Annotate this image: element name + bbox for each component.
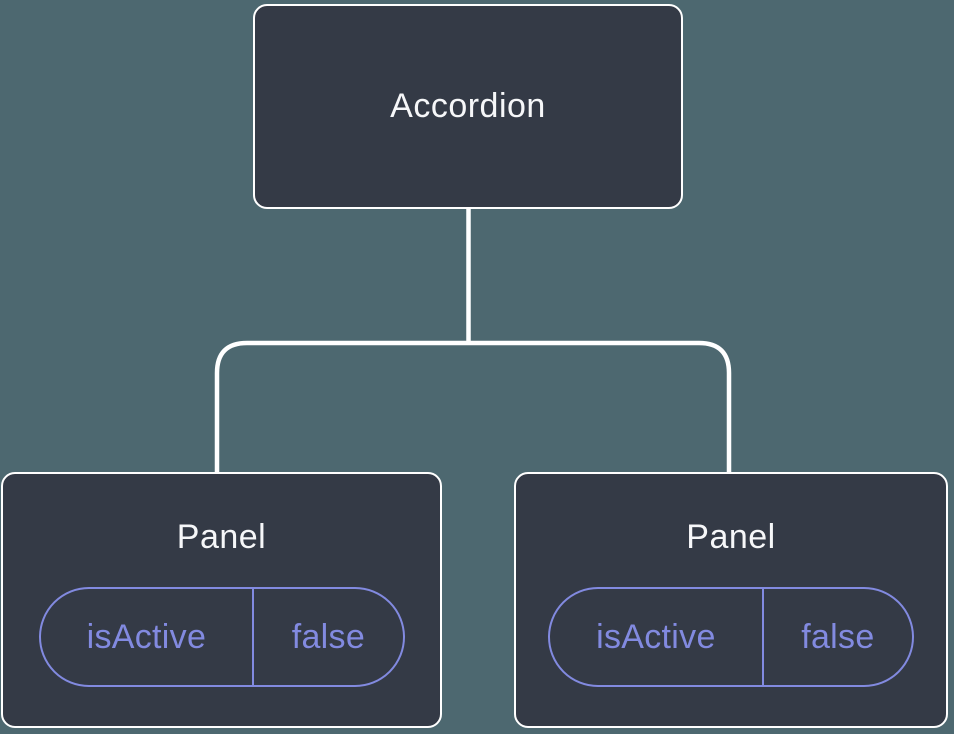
accordion-title: Accordion xyxy=(390,87,546,125)
state-name-cell: isActive xyxy=(41,589,253,685)
connector-bracket xyxy=(214,340,732,473)
state-value-cell: false xyxy=(252,589,402,685)
state-value-label: false xyxy=(801,617,875,656)
state-name-cell: isActive xyxy=(550,589,762,685)
state-name-label: isActive xyxy=(596,617,716,656)
component-node-panel-right: Panel isActive false xyxy=(514,472,948,728)
state-value-cell: false xyxy=(761,589,912,685)
component-node-panel-left: Panel isActive false xyxy=(1,472,442,728)
panel-title: Panel xyxy=(686,518,776,556)
state-pill: isActive false xyxy=(38,587,405,687)
state-pill: isActive false xyxy=(548,587,914,687)
state-name-label: isActive xyxy=(86,617,207,656)
component-node-accordion: Accordion xyxy=(253,4,683,209)
state-value-label: false xyxy=(291,617,366,656)
panel-title: Panel xyxy=(176,518,267,556)
